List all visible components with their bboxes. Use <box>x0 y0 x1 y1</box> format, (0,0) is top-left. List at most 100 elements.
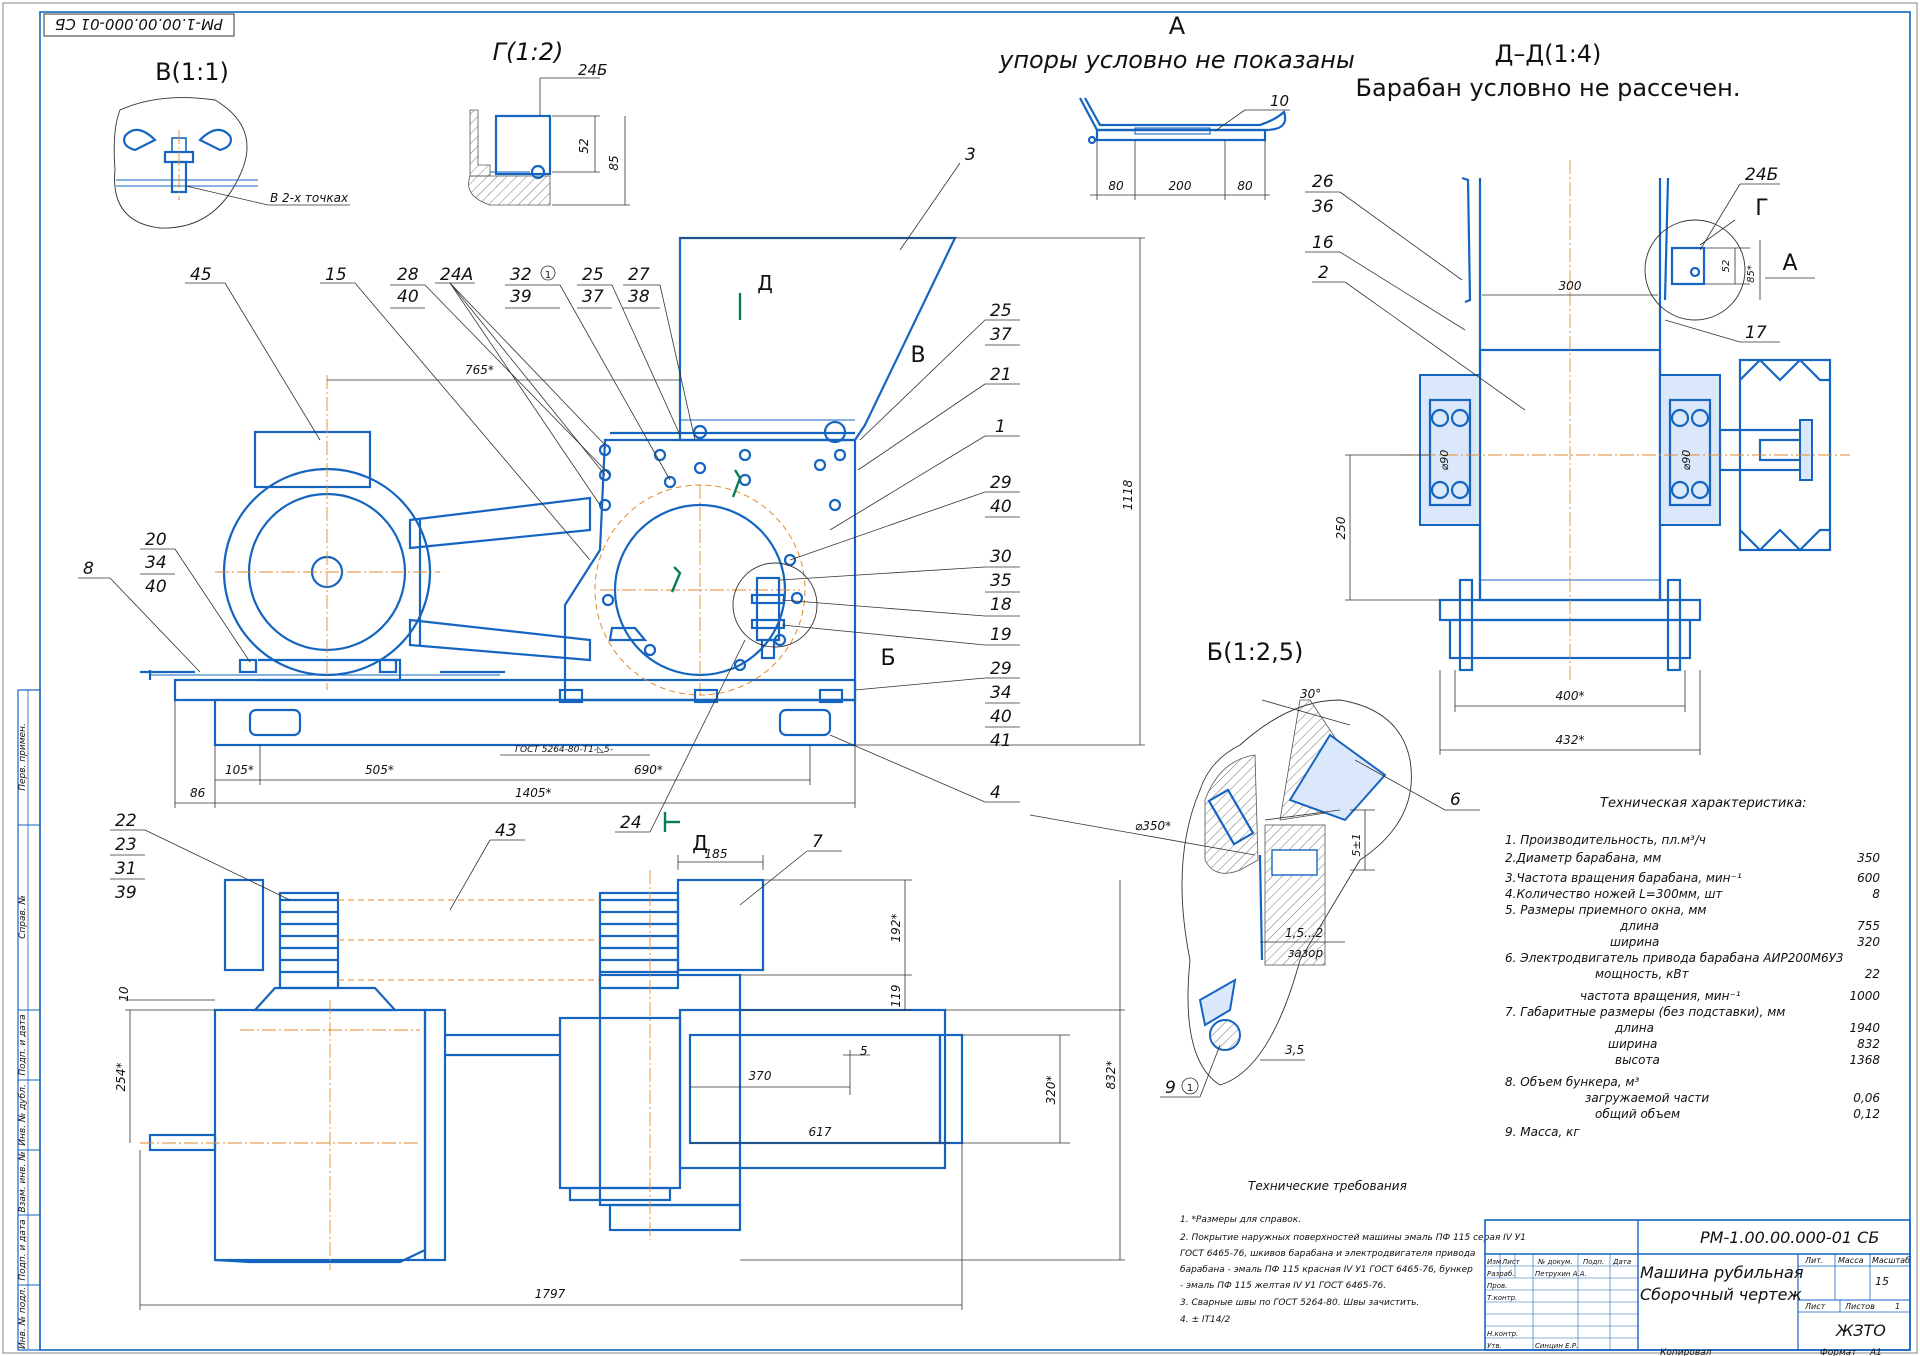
svg-text:36: 36 <box>1312 197 1334 217</box>
svg-text:38: 38 <box>628 287 650 307</box>
svg-text:1: 1 <box>1895 1302 1900 1311</box>
svg-text:52: 52 <box>1721 260 1732 273</box>
svg-text:1118: 1118 <box>1121 479 1135 510</box>
svg-text:19: 19 <box>990 625 1012 645</box>
plan-callouts: 22 23 31 39 43 7 <box>110 811 842 911</box>
view-b-detail: Б(1:2,5) 30° ⌀350* 5±1 1,5...2 зазор 3,5 <box>1029 638 1412 1086</box>
svg-text:Г: Г <box>1755 196 1768 221</box>
svg-text:29: 29 <box>990 659 1012 679</box>
svg-text:24: 24 <box>620 813 642 833</box>
svg-text:Д: Д <box>692 831 708 855</box>
svg-text:9. Масса, кг: 9. Масса, кг <box>1505 1125 1580 1139</box>
svg-text:Подп. и дата: Подп. и дата <box>18 1219 28 1280</box>
svg-text:25: 25 <box>582 265 604 285</box>
svg-text:5. Размеры приемного окна, мм: 5. Размеры приемного окна, мм <box>1505 903 1706 917</box>
svg-text:27: 27 <box>628 265 650 285</box>
svg-text:Сборочный чертеж: Сборочный чертеж <box>1640 1285 1802 1304</box>
svg-text:0,12: 0,12 <box>1853 1107 1880 1121</box>
svg-text:85*: 85* <box>1746 265 1757 283</box>
svg-text:1000: 1000 <box>1849 989 1880 1003</box>
svg-text:1: 1 <box>1187 1083 1193 1094</box>
title-block: РМ-1.00.00.000-01 СБ Машина рубильная Сб… <box>1484 1219 1911 1356</box>
svg-text:40: 40 <box>145 577 167 597</box>
svg-text:119: 119 <box>889 985 903 1008</box>
svg-text:6: 6 <box>1450 790 1461 810</box>
svg-text:6. Электродвигатель привода ба: 6. Электродвигатель привода барабана АИР… <box>1505 951 1844 965</box>
svg-text:В: В <box>910 343 925 368</box>
svg-text:350: 350 <box>1857 851 1880 865</box>
svg-text:617: 617 <box>809 1125 832 1139</box>
svg-text:Б(1:2,5): Б(1:2,5) <box>1207 638 1304 666</box>
svg-text:В 2-х точках: В 2-х точках <box>270 191 349 205</box>
svg-text:3: 3 <box>965 145 976 165</box>
svg-text:Т.контр.: Т.контр. <box>1487 1294 1517 1302</box>
svg-text:39: 39 <box>510 287 532 307</box>
svg-text:20: 20 <box>145 530 167 550</box>
svg-text:85: 85 <box>607 155 621 170</box>
main-front-view: 765* 1118 105* 505* 690* 86 1405* ГОСТ 5… <box>140 236 1145 855</box>
svg-text:1: 1 <box>545 270 551 281</box>
mirrored-doc-code: РМ-1.00.00.000-01 СБ <box>43 13 235 37</box>
svg-text:24Б: 24Б <box>578 61 607 79</box>
svg-text:Разраб.: Разраб. <box>1487 1270 1515 1278</box>
svg-text:18: 18 <box>990 595 1012 615</box>
svg-text:4: 4 <box>990 783 1001 803</box>
svg-text:ширина: ширина <box>1610 935 1659 949</box>
svg-text:Пров.: Пров. <box>1487 1282 1507 1290</box>
svg-text:25: 25 <box>990 301 1012 321</box>
svg-text:8: 8 <box>1872 887 1880 901</box>
svg-text:3.Частота вращения барабана, м: 3.Частота вращения барабана, мин⁻¹ <box>1505 871 1742 885</box>
svg-text:80: 80 <box>1108 179 1124 193</box>
svg-text:600: 600 <box>1857 871 1880 885</box>
svg-text:Подп.: Подп. <box>1583 1258 1604 1266</box>
svg-text:Технические требования: Технические требования <box>1248 1179 1407 1193</box>
svg-text:1. Производительность, пл.м³/ч: 1. Производительность, пл.м³/ч <box>1505 833 1706 847</box>
svg-text:21: 21 <box>990 365 1012 385</box>
svg-text:370: 370 <box>749 1069 772 1083</box>
svg-text:30: 30 <box>990 547 1012 567</box>
svg-text:Перв. примен.: Перв. примен. <box>18 723 28 791</box>
view-a-detail: А упоры условно не показаны 10 80 200 80 <box>998 12 1355 200</box>
view-dd-section: Д–Д(1:4) Барабан условно не рассечен. <box>1334 40 1850 755</box>
svg-text:15: 15 <box>325 265 347 285</box>
svg-text:32: 32 <box>510 265 532 285</box>
svg-text:9: 9 <box>1165 1078 1176 1098</box>
svg-text:7. Габаритные размеры (без под: 7. Габаритные размеры (без подставки), м… <box>1505 1005 1785 1019</box>
svg-text:40: 40 <box>397 287 419 307</box>
svg-text:2: 2 <box>1318 263 1329 283</box>
svg-text:5: 5 <box>860 1044 868 1058</box>
svg-text:Д: Д <box>757 271 773 295</box>
svg-text:192*: 192* <box>889 914 903 943</box>
view-g-detail: Г(1:2) 24Б 52 85 <box>468 38 630 206</box>
svg-text:505*: 505* <box>365 763 394 777</box>
svg-text:832: 832 <box>1857 1037 1880 1051</box>
svg-text:1. *Размеры для справок.: 1. *Размеры для справок. <box>1180 1215 1301 1225</box>
svg-text:Масса: Масса <box>1838 1256 1864 1265</box>
main-callouts: 45 15 28 40 24А 32 1 39 25 37 27 38 3 25… <box>78 145 1020 833</box>
svg-text:⌀350*: ⌀350* <box>1135 819 1171 833</box>
svg-text:8: 8 <box>83 559 94 579</box>
svg-text:0,06: 0,06 <box>1853 1091 1880 1105</box>
svg-text:Изм: Изм <box>1487 1258 1502 1266</box>
svg-text:Лист: Лист <box>1501 1258 1521 1266</box>
svg-text:1405*: 1405* <box>515 786 552 800</box>
svg-text:34: 34 <box>145 553 167 573</box>
svg-text:Лист: Лист <box>1804 1302 1826 1311</box>
svg-text:1,5...2: 1,5...2 <box>1285 926 1323 940</box>
svg-text:30°: 30° <box>1300 687 1321 701</box>
dd-callouts: 26 36 16 2 24Б 17 <box>1305 165 1780 411</box>
svg-text:Синцин Е.Р.: Синцин Е.Р. <box>1535 1342 1578 1350</box>
svg-text:Масштаб: Масштаб <box>1872 1256 1910 1265</box>
svg-text:1: 1 <box>995 417 1006 437</box>
svg-text:320*: 320* <box>1044 1076 1058 1105</box>
svg-text:В(1:1): В(1:1) <box>155 58 229 86</box>
svg-text:1940: 1940 <box>1849 1021 1880 1035</box>
svg-text:86: 86 <box>190 786 206 800</box>
b-callouts: 6 9 1 <box>1160 759 1480 1098</box>
svg-text:300: 300 <box>1559 279 1582 293</box>
svg-text:ГОСТ 5264-80-Т1-◺5-: ГОСТ 5264-80-Т1-◺5- <box>515 745 613 755</box>
svg-text:ширина: ширина <box>1608 1037 1657 1051</box>
svg-text:Г(1:2): Г(1:2) <box>493 38 564 66</box>
svg-text:400*: 400* <box>1556 689 1585 703</box>
svg-text:высота: высота <box>1615 1053 1660 1067</box>
